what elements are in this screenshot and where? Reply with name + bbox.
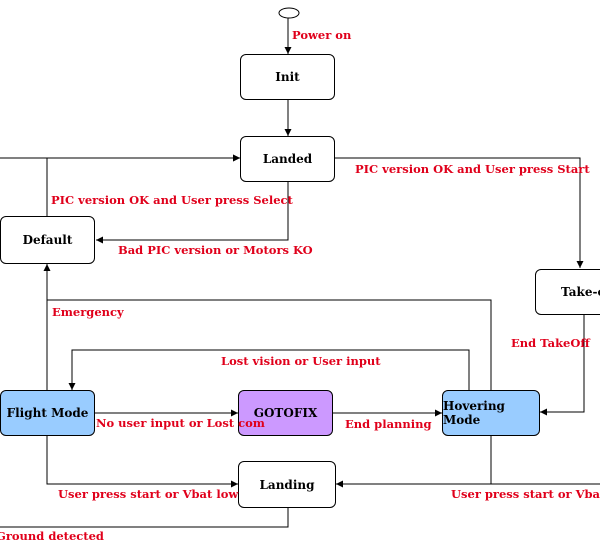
label-power-on: Power on: [292, 28, 352, 42]
label-hover-landing: User press start or Vbat low: [451, 487, 600, 501]
edge-end-takeoff: [540, 315, 585, 416]
label-pic-start: PIC version OK and User press Start: [355, 162, 590, 176]
state-landing: Landing: [238, 461, 336, 508]
state-gotofix: GOTOFIX: [238, 390, 333, 436]
state-landed: Landed: [240, 136, 335, 182]
label-end-planning: End planning: [345, 417, 432, 431]
label-ground-detected: Ground detected: [0, 529, 104, 543]
edge-select: [46, 154, 240, 216]
label-pic-select: PIC version OK and User press Select: [51, 193, 293, 207]
edge-flight-landing: [46, 436, 238, 488]
label-emergency: Emergency: [52, 305, 124, 319]
edge-lost-vision: [68, 349, 470, 390]
label-lost-vision: Lost vision or User input: [221, 354, 381, 368]
edge-bad-pic: [96, 182, 289, 244]
edge-emergency: [43, 264, 492, 390]
label-end-takeoff: End TakeOff: [511, 336, 590, 350]
initial-state: [278, 7, 300, 19]
label-bad-pic: Bad PIC version or Motors KO: [118, 243, 313, 257]
edge-ground-detected: [0, 508, 289, 528]
state-default: Default: [0, 216, 95, 264]
label-no-user-input: No user input or Lost com: [96, 416, 265, 430]
state-takeoff: Take-of: [535, 269, 600, 315]
state-flight-mode: Flight Mode: [0, 390, 95, 436]
state-init: Init: [240, 54, 335, 100]
edge-hover-landing: [490, 436, 600, 485]
edge-start: [334, 157, 584, 268]
label-flight-landing: User press start or Vbat low: [58, 487, 239, 501]
state-hovering-mode: Hovering Mode: [442, 390, 540, 436]
